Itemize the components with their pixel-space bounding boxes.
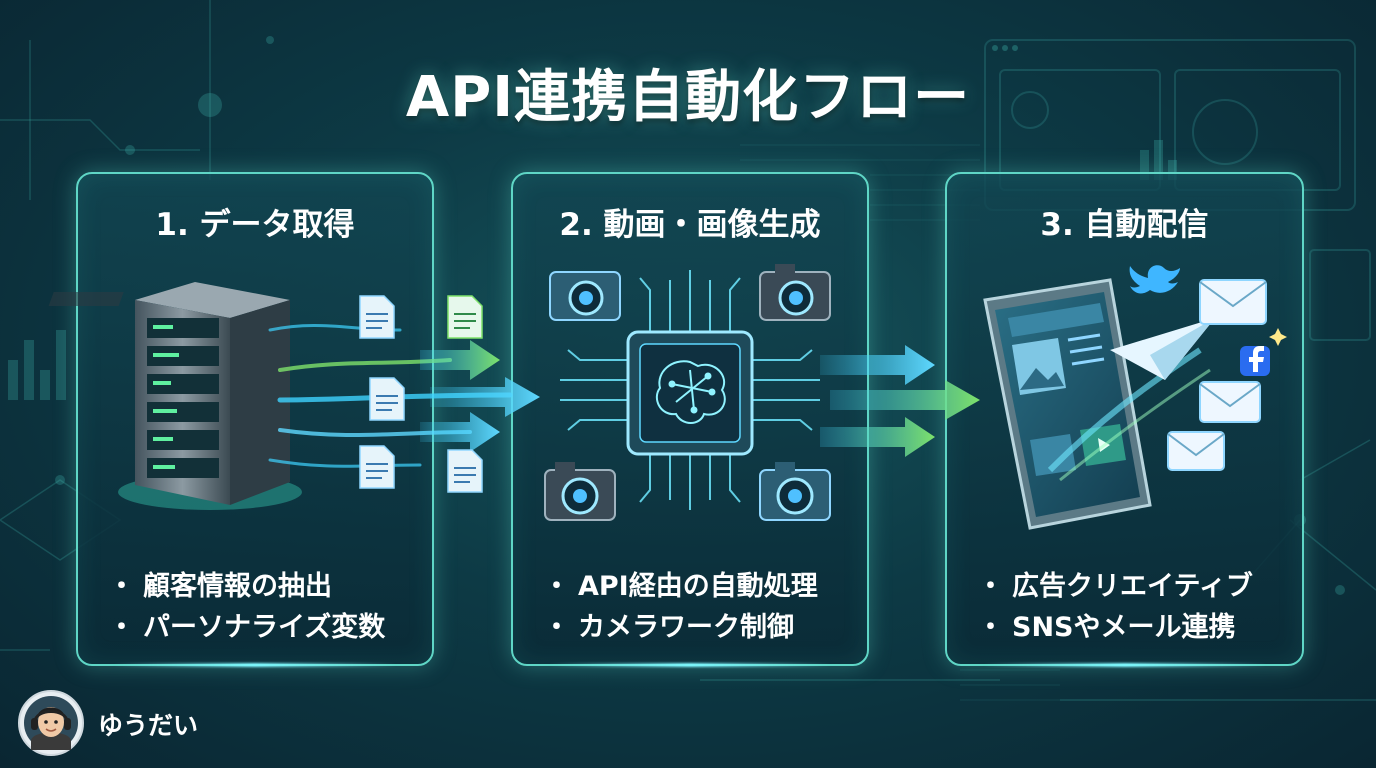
bullet-text: SNSやメール連携 — [1012, 612, 1236, 643]
step-panel-delivery: 3. 自動配信 ・広告クリエイティブ ・ SNSやメール連携 — [945, 172, 1304, 666]
bullet-text: 広告クリエイティブ — [1012, 571, 1253, 602]
step-bullet-list: ・広告クリエイティブ ・ SNSやメール連携 — [977, 566, 1292, 648]
step-title: 3. 自動配信 — [1040, 207, 1209, 243]
bullet-item: ・カメラワーク制御 — [543, 607, 857, 648]
page-title: API連携自動化フロー — [405, 65, 971, 130]
bullet-item: ・顧客情報の抽出 — [108, 566, 422, 607]
bullet-item: ・広告クリエイティブ — [977, 566, 1292, 607]
step-title: 2. 動画・画像生成 — [559, 207, 821, 243]
bullet-text: パーソナライズ変数 — [143, 612, 386, 643]
bullet-marker: ・ — [108, 571, 135, 602]
step-panel-data-fetch: 1. データ取得 ・顧客情報の抽出 ・パーソナライズ変数 — [76, 172, 434, 666]
bullet-marker: ・ — [108, 612, 135, 643]
bullet-marker: ・ — [977, 571, 1004, 602]
avatar — [18, 690, 84, 756]
step-bullet-list: ・ API経由の自動処理 ・カメラワーク制御 — [543, 566, 857, 648]
bullet-text: カメラワーク制御 — [578, 612, 794, 643]
bullet-item: ・ API経由の自動処理 — [543, 566, 857, 607]
step-title: 1. データ取得 — [155, 207, 355, 243]
bullet-item: ・パーソナライズ変数 — [108, 607, 422, 648]
bullet-marker: ・ — [543, 612, 570, 643]
bullet-text: API経由の自動処理 — [578, 571, 818, 602]
bullet-item: ・ SNSやメール連携 — [977, 607, 1292, 648]
bullet-text: 顧客情報の抽出 — [143, 571, 332, 602]
step-bullet-list: ・顧客情報の抽出 ・パーソナライズ変数 — [108, 566, 422, 648]
author-name: ゆうだい — [98, 711, 199, 740]
bullet-marker: ・ — [543, 571, 570, 602]
step-panel-generation: 2. 動画・画像生成 ・ API経由の自動処理 ・カメラワーク制御 — [511, 172, 869, 666]
bullet-marker: ・ — [977, 612, 1004, 643]
